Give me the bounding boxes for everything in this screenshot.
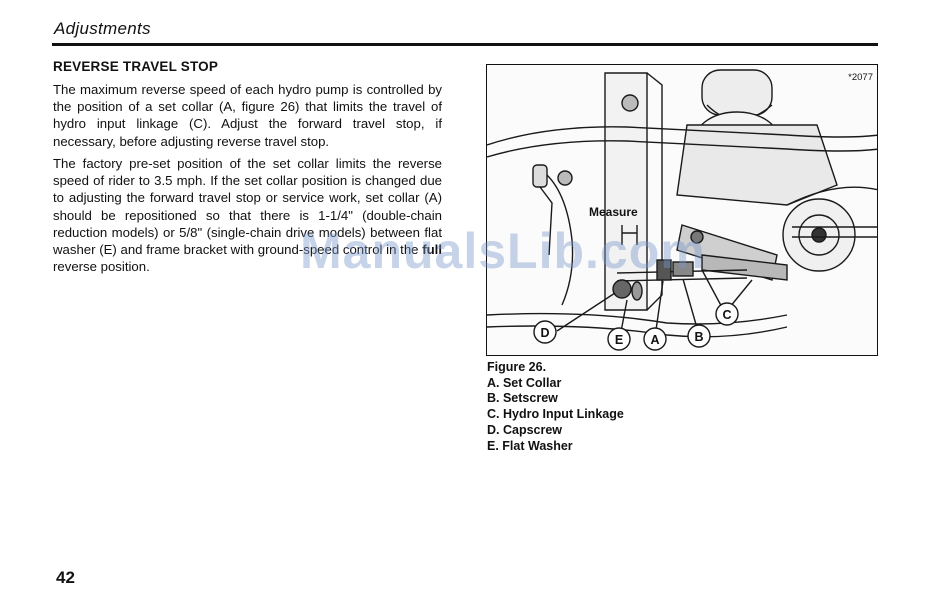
callout-b: B — [694, 330, 703, 344]
header-rule — [52, 43, 878, 46]
callout-e: E — [615, 333, 623, 347]
caption-item-d: D. Capscrew — [487, 422, 563, 437]
mechanical-drawing: D E A B C Measure *2077 — [487, 69, 877, 351]
watermark: ManualsLib.com — [300, 223, 706, 279]
figure-code: *2077 — [848, 72, 873, 83]
paragraph-2-tail: reverse position. — [53, 259, 150, 275]
callout-a-circle — [643, 327, 667, 351]
caption-item-a: A. Set Collar — [487, 375, 562, 390]
paragraph-2-bold: full — [422, 242, 442, 258]
paragraph-1: The maximum reverse speed of each hydro … — [53, 82, 442, 149]
figure-caption: Figure 26. A. Set Collar B. Setscrew C. … — [487, 360, 624, 454]
paragraph-2-text: The factory pre-set position of the set … — [53, 156, 442, 258]
caption-item-b: B. Setscrew — [487, 391, 558, 406]
figure-26-illustration: D E A B C Measure *2077 — [486, 64, 878, 356]
section-title: REVERSE TRAVEL STOP — [53, 59, 219, 74]
caption-item-e: E. Flat Washer — [487, 438, 573, 453]
caption-item-c: C. Hydro Input Linkage — [487, 407, 624, 422]
page-header: Adjustments — [54, 19, 151, 38]
page-number: 42 — [56, 568, 75, 587]
callout-e-circle — [607, 327, 631, 351]
callout-a: A — [650, 333, 659, 347]
caption-title: Figure 26. — [487, 360, 547, 374]
paragraph-2: The factory pre-set position of the set … — [53, 155, 442, 275]
measure-label: Measure — [589, 205, 638, 219]
callout-b-circle — [687, 324, 711, 348]
callout-d: D — [540, 326, 549, 340]
callout-c-circle — [715, 302, 739, 326]
callout-d-circle — [533, 320, 557, 344]
callout-c: C — [722, 308, 731, 322]
